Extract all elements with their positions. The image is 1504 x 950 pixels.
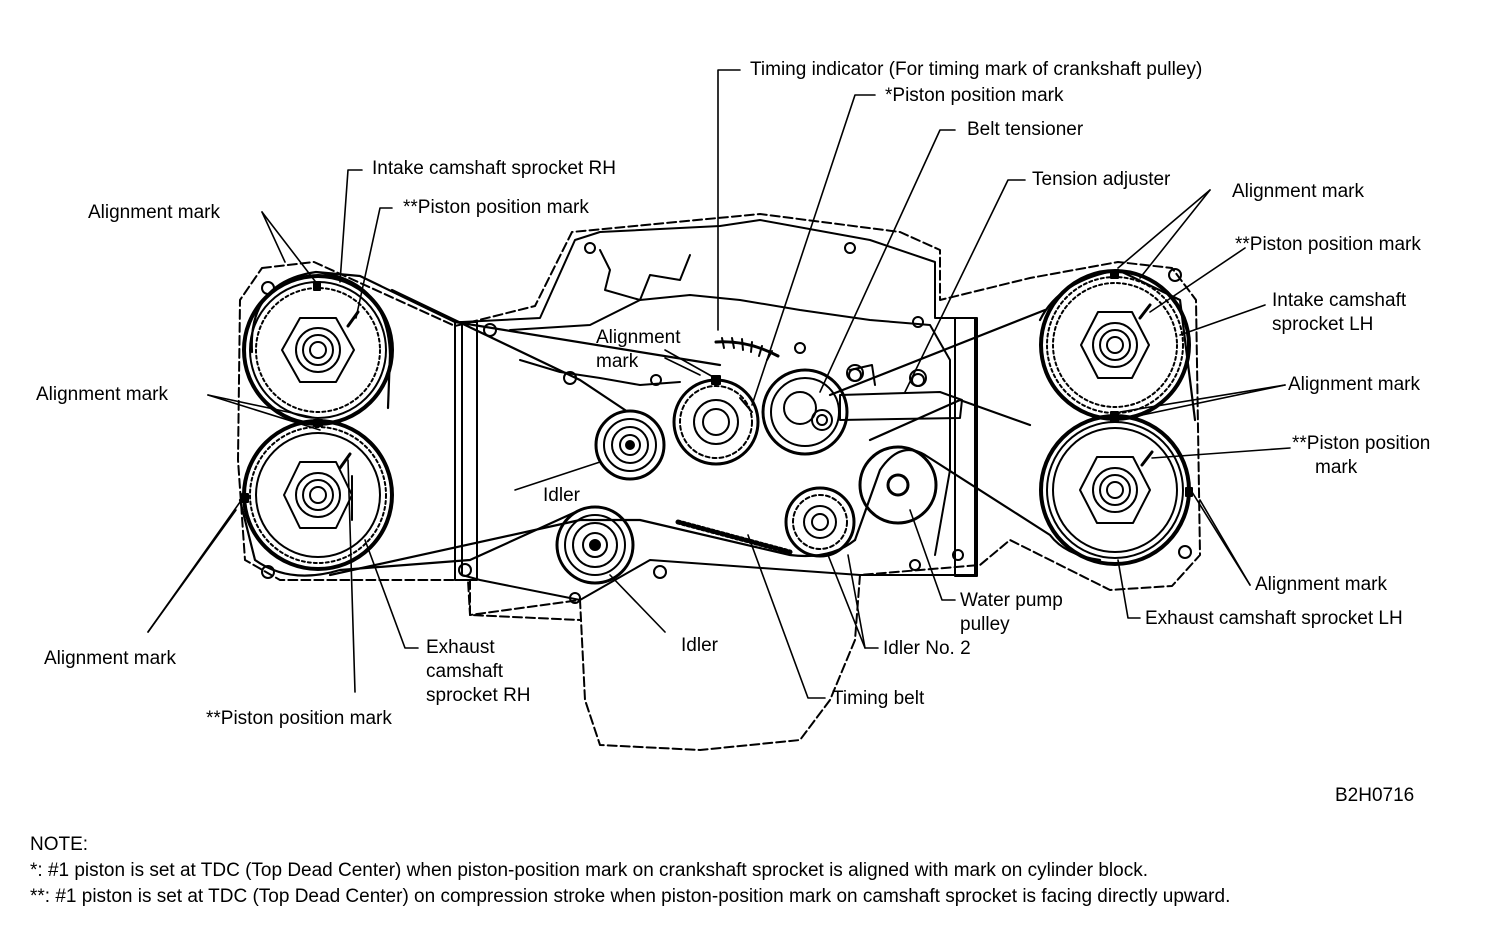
intake-camshaft-sprocket-lh — [1039, 269, 1191, 421]
oil-pump-bracket — [599, 249, 691, 301]
label-exhaust-sprocket-rh-line2: camshaft — [426, 661, 504, 682]
label-exhaust-sprocket-rh-line1: Exhaust — [426, 637, 495, 658]
label-belt-tensioner: Belt tensioner — [967, 119, 1084, 140]
front-cover-inner — [509, 294, 951, 556]
label-intake-sprocket-lh-line2: sprocket LH — [1272, 314, 1374, 335]
label-piston-mark-lh-exhaust-line1: **Piston position — [1292, 433, 1431, 454]
label-intake-sprocket-lh-line1: Intake camshaft — [1272, 290, 1407, 311]
label-idler-lower: Idler — [681, 635, 718, 656]
label-alignment-mark-lh-top: Alignment mark — [1232, 181, 1364, 202]
water-pump-pulley — [858, 445, 938, 525]
label-water-pump-line2: pulley — [960, 614, 1010, 635]
label-piston-mark-rh-intake: **Piston position mark — [403, 197, 589, 218]
front-cover-top — [461, 219, 976, 601]
label-timing-indicator: Timing indicator (For timing mark of cra… — [750, 59, 1203, 80]
label-water-pump-line1: Water pump — [960, 590, 1063, 611]
label-exhaust-sprocket-lh: Exhaust camshaft sprocket LH — [1145, 608, 1403, 629]
label-piston-mark-rh-exhaust: **Piston position mark — [206, 708, 392, 729]
tension-adjuster — [839, 364, 963, 421]
oil-pan-outline — [469, 579, 581, 621]
label-alignment-mark-lh-mid: Alignment mark — [1288, 374, 1420, 395]
engine-block-outline — [237, 213, 1201, 751]
label-alignment-mark-lh-bottom: Alignment mark — [1255, 574, 1387, 595]
label-idler-no2: Idler No. 2 — [883, 638, 971, 659]
figure-code: B2H0716 — [1335, 785, 1415, 806]
label-alignment-mark-center-line2: mark — [596, 351, 639, 372]
right-flange-plate — [954, 317, 978, 577]
label-piston-mark-crank: *Piston position mark — [885, 85, 1064, 106]
label-exhaust-sprocket-rh-line3: sprocket RH — [426, 685, 531, 706]
leader-lines — [147, 69, 1291, 699]
label-intake-sprocket-rh: Intake camshaft sprocket RH — [372, 158, 616, 179]
left-flange-plate — [454, 321, 478, 581]
idler-no-2 — [784, 486, 856, 558]
label-timing-belt: Timing belt — [832, 688, 925, 709]
label-alignment-mark-rh-bottom: Alignment mark — [44, 648, 176, 669]
label-piston-mark-lh-exhaust-line2: mark — [1315, 457, 1358, 478]
exhaust-camshaft-sprocket-lh — [1039, 414, 1193, 566]
label-alignment-mark-rh-top: Alignment mark — [88, 202, 220, 223]
intake-camshaft-sprocket-rh — [242, 274, 394, 426]
note-line-single-asterisk: *: #1 piston is set at TDC (Top Dead Cen… — [30, 860, 1148, 881]
note-block: NOTE: *: #1 piston is set at TDC (Top De… — [30, 832, 1230, 910]
belt-tensioner — [761, 368, 849, 456]
label-piston-mark-lh-intake: **Piston position mark — [1235, 234, 1421, 255]
crankshaft-sprocket — [672, 375, 760, 466]
note-heading: NOTE: — [30, 834, 89, 855]
label-alignment-mark-center-line1: Alignment — [596, 327, 681, 348]
label-idler-upper: Idler — [543, 485, 580, 506]
label-tension-adjuster: Tension adjuster — [1032, 169, 1171, 190]
exhaust-camshaft-sprocket-rh — [241, 419, 394, 571]
label-alignment-mark-rh-mid: Alignment mark — [36, 384, 168, 405]
note-line-double-asterisk: **: #1 piston is set at TDC (Top Dead Ce… — [30, 886, 1231, 907]
idler-upper — [594, 409, 666, 481]
timing-belt-teeth — [675, 519, 793, 555]
idler-lower — [555, 505, 635, 585]
timing-belt-diagram — [147, 69, 1291, 751]
